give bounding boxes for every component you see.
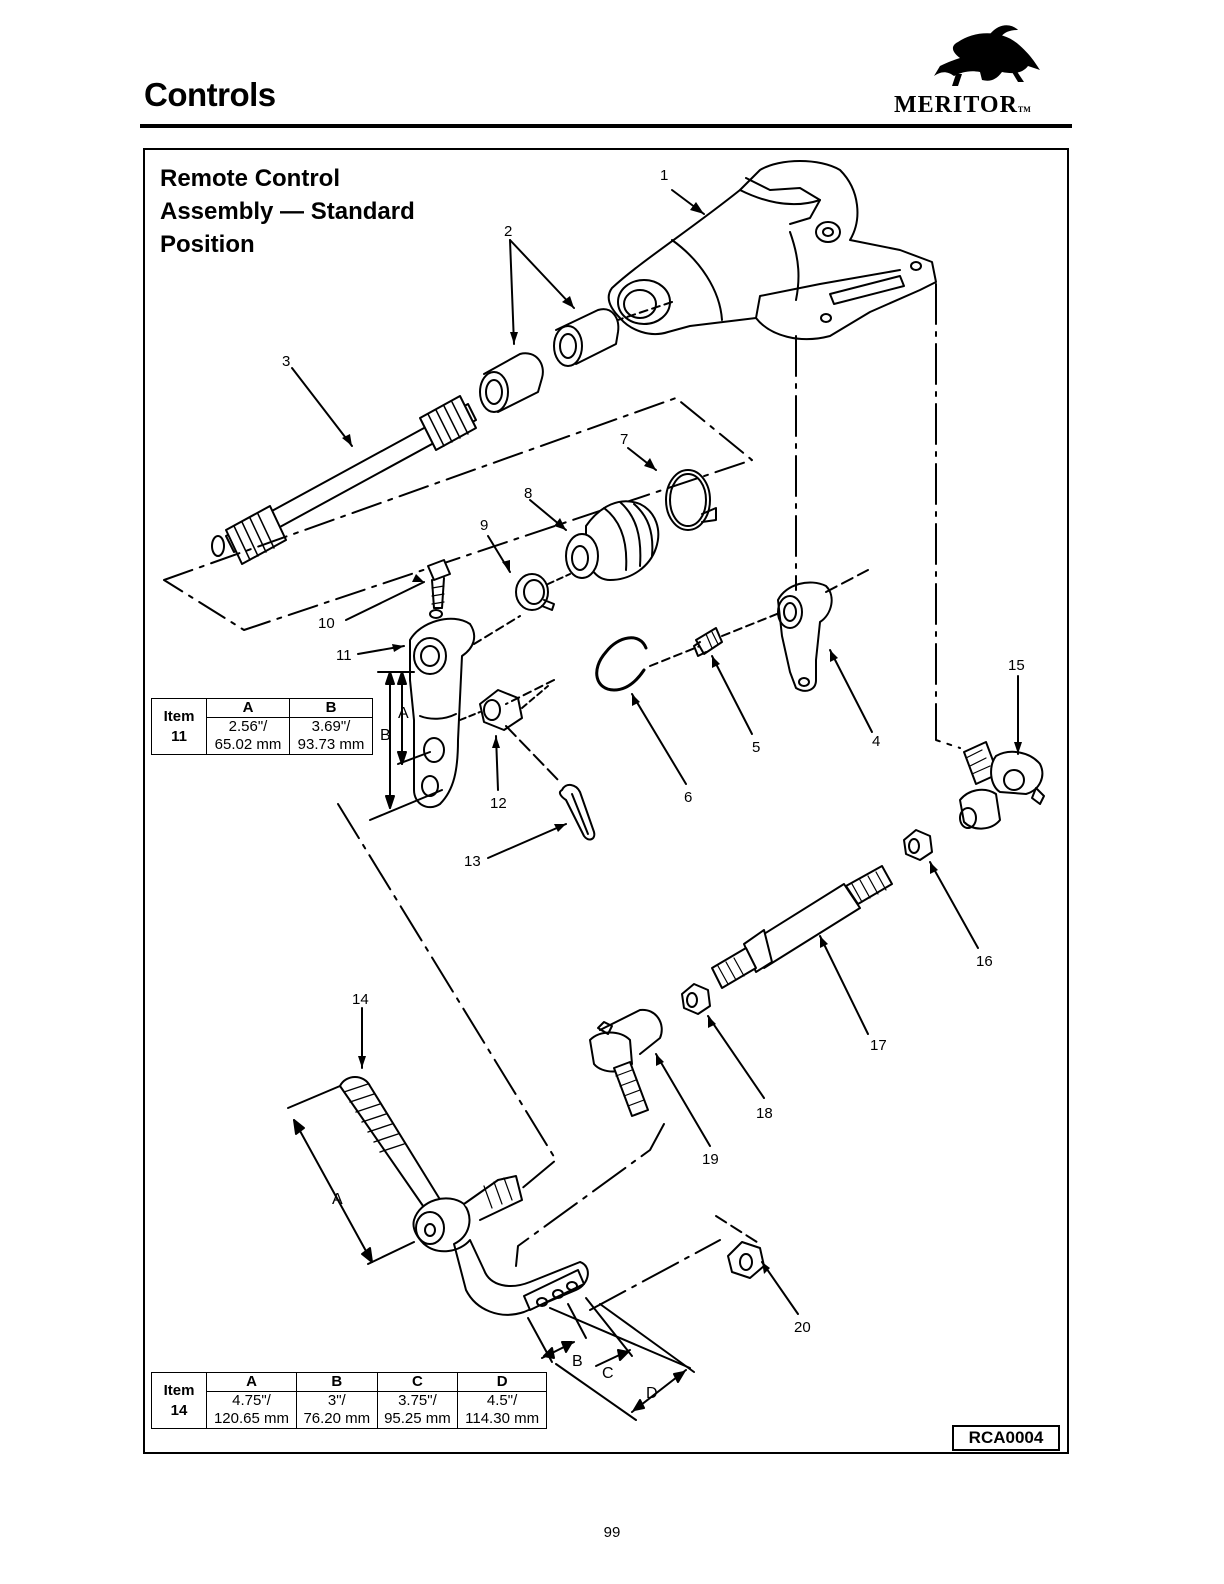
cell-b-inches: 3.69"/ [289,717,373,736]
spec-table-item-cell: Item 11 [151,698,207,755]
item-label: Item [163,1381,195,1399]
column-header-a: A [206,698,290,718]
column-header-d: D [457,1372,547,1392]
item-number: 11 [171,727,187,745]
cell-c-mm: 95.25 mm [376,1410,459,1429]
figure-code: RCA0004 [952,1425,1060,1451]
page-title: Controls [144,76,276,113]
cell-d-mm: 114.30 mm [457,1410,547,1429]
cell-a-inches: 2.56"/ [206,717,290,736]
spec-table-item-cell: Item 14 [151,1372,207,1429]
column-header-a: A [206,1372,297,1392]
brand-wordmark: MERITORTM [894,92,1031,119]
figure-title-line-2: Assembly — Standard [160,198,415,225]
item-label: Item [163,707,195,725]
figure-frame [143,148,1069,1454]
column-header-b: B [289,698,373,718]
figure-title: Remote Control Assembly — Standard Posit… [160,162,415,261]
spec-table-item-11: Item 11 A B 2.56"/ 3.69"/ 65.02 mm 93.73… [151,698,373,755]
item-number: 14 [170,1401,188,1419]
cell-d-inches: 4.5"/ [457,1391,547,1410]
bull-logo-icon [934,25,1040,86]
header-rule [140,124,1072,128]
cell-b-mm: 76.20 mm [296,1410,378,1429]
cell-b-inches: 3"/ [296,1391,378,1410]
cell-a-mm: 65.02 mm [206,736,290,755]
brand-name: MERITOR [894,92,1018,118]
brand-tm: TM [1017,105,1031,114]
figure-title-line-1: Remote Control [160,165,340,192]
spec-table-item-14: Item 14 A B C D 4.75"/ 3"/ 3.75"/ 4.5"/ … [151,1372,547,1429]
cell-b-mm: 93.73 mm [289,736,373,755]
cell-c-inches: 3.75"/ [376,1391,459,1410]
cell-a-inches: 4.75"/ [206,1391,297,1410]
column-header-c: C [376,1372,459,1392]
page-number: 99 [603,1524,621,1541]
figure-title-line-3: Position [160,231,255,258]
column-header-b: B [296,1372,378,1392]
cell-a-mm: 120.65 mm [206,1410,297,1429]
